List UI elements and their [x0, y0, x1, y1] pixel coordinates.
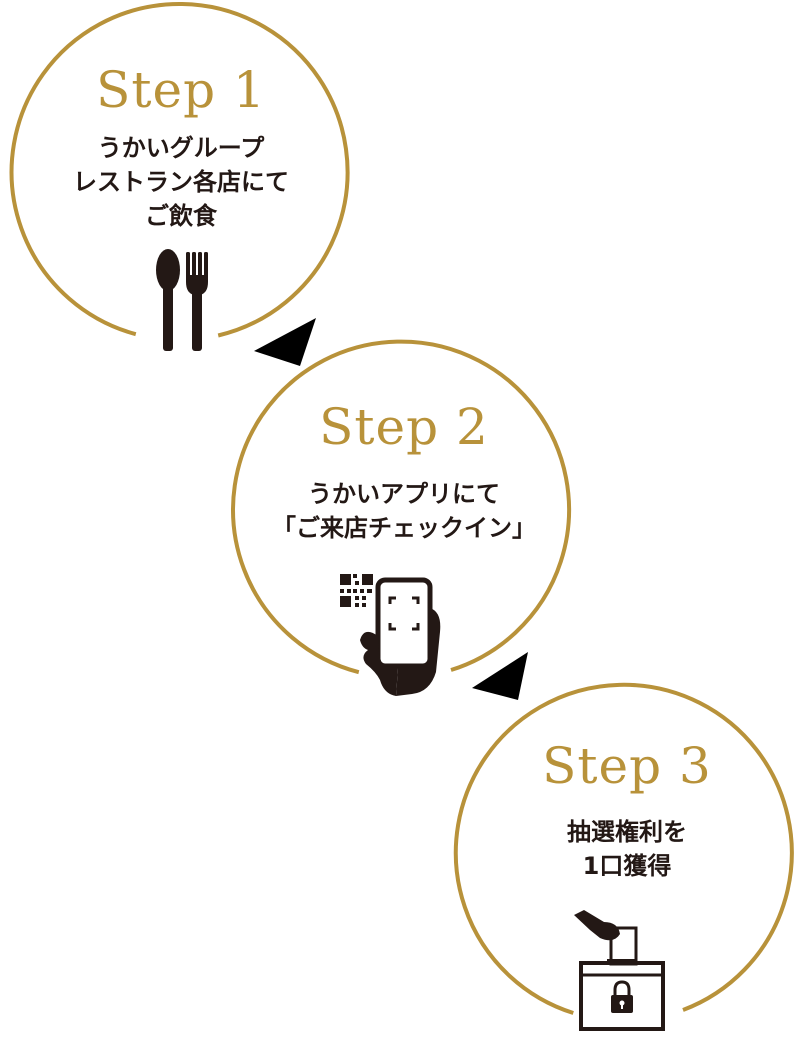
- fork-spoon-icon: [156, 249, 208, 351]
- step1-label: Step 1: [96, 61, 266, 119]
- step2-line-2: 「ご来店チェックイン」: [272, 514, 536, 542]
- ballot-box-icon: [574, 910, 665, 1031]
- step1-description: うかいグループ レストラン各店にて ご飲食: [21, 131, 341, 233]
- arrow-step2-to-step3: [472, 652, 528, 700]
- step3-label: Step 3: [542, 737, 712, 795]
- step1-circle: [9, 2, 350, 338]
- arrow-step1-to-step2: [254, 318, 316, 366]
- step2-circle: [231, 339, 572, 675]
- step1-line-2: レストラン各店にて: [73, 168, 289, 196]
- step2-description: うかいアプリにて 「ご来店チェックイン」: [244, 477, 564, 545]
- step3-description: 抽選権利を 1口獲得: [467, 815, 787, 883]
- step1-line-1: うかいグループ: [97, 134, 265, 162]
- step2-line-1: うかいアプリにて: [308, 480, 500, 508]
- step1-line-3: ご飲食: [145, 202, 217, 230]
- step3-circle: [453, 682, 794, 1015]
- phone-qr-checkin-icon: [340, 574, 441, 696]
- step3-line-2: 1口獲得: [582, 852, 672, 880]
- step3-line-1: 抽選権利を: [567, 818, 687, 846]
- step2-label: Step 2: [319, 398, 489, 456]
